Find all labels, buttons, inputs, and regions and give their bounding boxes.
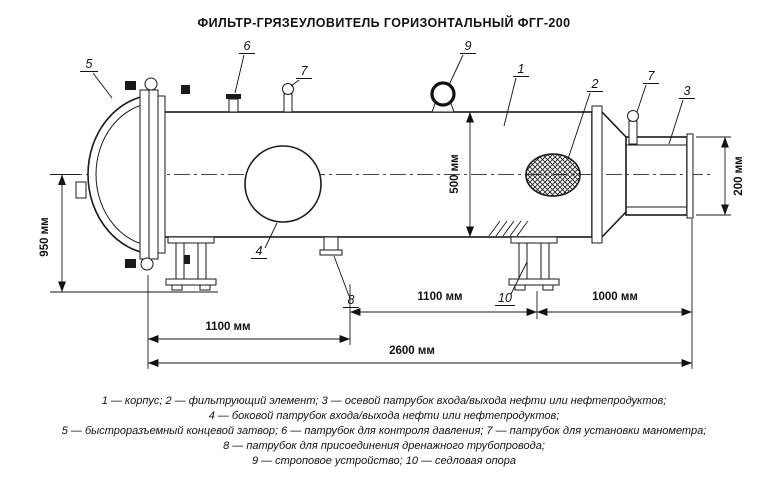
callout-10: 10 (495, 261, 528, 306)
closure-bolt-top-right (181, 85, 190, 94)
callout-1-label: 1 (518, 62, 525, 76)
callout-6-label: 6 (244, 39, 251, 53)
saddle-support-right (508, 236, 560, 291)
closure-bolt-top-left (125, 81, 136, 90)
legend-line-5: 9 — строповое устройство; 10 — седловая … (251, 455, 517, 467)
drain-nozzle (319, 236, 343, 256)
side-nozzle (244, 145, 322, 223)
callout-8: 8 (333, 255, 359, 308)
filter-element (525, 153, 581, 197)
callout-9-label: 9 (465, 39, 472, 53)
legend-line-4: 8 — патрубок для присоединения дренажног… (223, 440, 545, 452)
dim-2600-label: 2600 мм (389, 345, 435, 357)
callout-3: 3 (668, 84, 695, 145)
dim-1100-mid-label: 1100 мм (417, 291, 462, 303)
callout-5-label: 5 (86, 57, 93, 71)
dim-1000-label: 1000 мм (592, 291, 638, 303)
callout-4-label: 4 (256, 244, 263, 258)
dim-1000: 1000 мм (537, 291, 692, 316)
callout-2: 2 (567, 77, 603, 160)
callout-5: 5 (80, 57, 113, 99)
callout-3-label: 3 (684, 84, 691, 98)
saddle-section-hatch (488, 220, 529, 237)
axial-nozzle-assembly (591, 105, 694, 244)
saddle-support-left (165, 236, 217, 291)
callout-8-label: 8 (348, 293, 355, 307)
dim-200-label: 200 мм (733, 156, 745, 195)
callout-4: 4 (251, 222, 278, 259)
lifting-lug (430, 81, 456, 113)
callout-10-label: 10 (498, 291, 512, 305)
legend-line-1: 1 — корпус; 2 — фильтрующий элемент; 3 —… (101, 395, 667, 407)
technical-drawing: 5 6 7 9 1 2 7 (39, 39, 745, 369)
manometer-nozzle-shell (282, 83, 294, 113)
closure-hinge-bottom (140, 257, 154, 271)
dim-2600: 2600 мм (148, 345, 692, 367)
parts-legend: 1 — корпус; 2 — фильтрующий элемент; 3 —… (0, 394, 768, 469)
closure-hinge-top (144, 77, 158, 91)
callout-7-outlet: 7 (636, 69, 659, 113)
legend-line-3: 5 — быстроразъемный концевой затвор; 6 —… (61, 425, 707, 437)
callout-7b-label: 7 (648, 69, 656, 83)
quick-opening-closure (75, 77, 190, 271)
callout-6: 6 (234, 39, 255, 94)
callout-2-label: 2 (591, 77, 599, 91)
manometer-nozzle-outlet (627, 110, 639, 145)
pressure-control-nozzle (226, 94, 241, 113)
dim-500-label: 500 мм (449, 154, 461, 193)
dim-950: 950 мм (39, 174, 218, 293)
drawing-title: ФИЛЬТР-ГРЯЗЕУЛОВИТЕЛЬ ГОРИЗОНТАЛЬНЫЙ ФГГ… (197, 16, 571, 30)
callout-7-shell: 7 (290, 64, 312, 87)
callout-9: 9 (448, 39, 476, 86)
closure-bolt-bottom-right (181, 255, 190, 264)
dim-200: 200 мм (696, 136, 745, 216)
callout-1: 1 (503, 62, 529, 127)
dim-1100-left-label: 1100 мм (205, 321, 250, 333)
dim-1100-left: 1100 мм (148, 321, 350, 343)
dim-500: 500 мм (449, 112, 474, 237)
head-stub (75, 181, 87, 199)
dim-950-label: 950 мм (39, 217, 51, 256)
legend-line-2: 4 — боковой патрубок входа/выхода нефти … (208, 410, 560, 422)
callout-7a-label: 7 (301, 64, 309, 78)
dim-1100-mid: 1100 мм (350, 291, 537, 316)
closure-bolt-bottom-left (125, 259, 136, 268)
